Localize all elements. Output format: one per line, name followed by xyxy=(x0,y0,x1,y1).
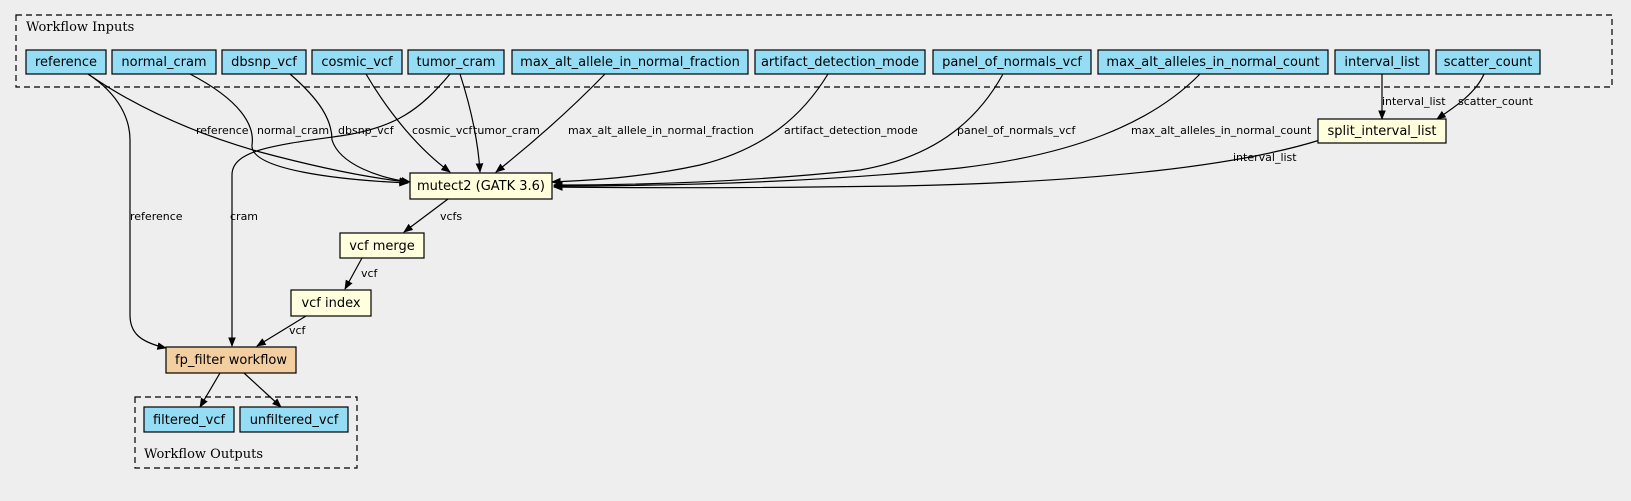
input-node-reference[interactable]: reference xyxy=(25,49,107,75)
input-node-label: artifact_detection_mode xyxy=(761,55,919,70)
input-node-label: max_alt_allele_in_normal_fraction xyxy=(520,55,740,70)
edge-label: vcf xyxy=(361,267,379,280)
edge-vcf_merge-vcf_index: vcf xyxy=(344,257,379,290)
step-node-split_interval_list[interactable]: split_interval_list xyxy=(1317,118,1447,144)
inputs-cluster-label: Workflow Inputs xyxy=(26,20,134,35)
edge-fp_filter-filtered_vcf xyxy=(199,372,221,408)
output-nodes: filtered_vcf unfiltered_vcf xyxy=(143,406,349,433)
edge-label: max_alt_alleles_in_normal_count xyxy=(1131,124,1312,137)
outputs-cluster-label: Workflow Outputs xyxy=(144,447,263,462)
input-node-label: reference xyxy=(35,55,97,70)
step-node-label: vcf merge xyxy=(349,239,415,254)
output-node-filtered_vcf[interactable]: filtered_vcf xyxy=(143,406,235,433)
input-node-label: interval_list xyxy=(1344,55,1419,70)
edge-max_alt_alleles_count-mutect2: max_alt_alleles_in_normal_count xyxy=(553,73,1312,190)
input-node-tumor_cram[interactable]: tumor_cram xyxy=(407,49,505,75)
input-nodes: reference normal_cram dbsnp_vcf cosmic_v… xyxy=(25,49,1541,75)
edge-mutect2-vcf_merge: vcfs xyxy=(403,198,462,233)
outputs-cluster: Workflow Outputs xyxy=(134,396,358,469)
edge-panel_of_normals-mutect2: panel_of_normals_vcf xyxy=(553,73,1076,189)
edge-max_alt_allele_fraction-mutect2: max_alt_allele_in_normal_fraction xyxy=(495,73,754,173)
input-node-max_alt_allele_in_normal_fraction[interactable]: max_alt_allele_in_normal_fraction xyxy=(511,49,749,75)
edge-label: scatter_count xyxy=(1458,95,1534,108)
edge-label: panel_of_normals_vcf xyxy=(957,124,1076,137)
edge-reference-fp_filter: reference xyxy=(87,73,183,350)
output-node-label: unfiltered_vcf xyxy=(250,413,339,428)
step-node-vcf_index[interactable]: vcf index xyxy=(290,289,372,317)
edge-artifact_detection-mutect2: artifact_detection_mode xyxy=(551,73,918,186)
edge-label: cosmic_vcf xyxy=(412,124,473,137)
input-node-normal_cram[interactable]: normal_cram xyxy=(111,49,217,75)
input-node-label: normal_cram xyxy=(121,55,206,70)
edge-label: cram xyxy=(230,210,258,223)
edge-label: interval_list xyxy=(1233,151,1297,164)
output-node-label: filtered_vcf xyxy=(153,413,226,428)
input-node-label: panel_of_normals_vcf xyxy=(942,55,1082,70)
input-node-panel_of_normals_vcf[interactable]: panel_of_normals_vcf xyxy=(932,49,1092,75)
edge-label: vcf xyxy=(289,324,307,337)
input-node-label: cosmic_vcf xyxy=(321,55,393,70)
edge-label: artifact_detection_mode xyxy=(784,124,918,137)
edge-tumor_cram-mutect2: tumor_cram xyxy=(459,73,540,173)
input-node-scatter_count[interactable]: scatter_count xyxy=(1435,49,1541,75)
step-node-label: fp_filter workflow xyxy=(175,353,287,368)
edge-interval_list-split: interval_list xyxy=(1378,74,1446,120)
edge-label: reference xyxy=(196,124,249,137)
edge-vcf_index-fp_filter: vcf xyxy=(256,315,307,347)
input-node-artifact_detection_mode[interactable]: artifact_detection_mode xyxy=(754,49,926,75)
edge-scatter_count-split: scatter_count xyxy=(1436,73,1534,120)
step-node-label: vcf index xyxy=(301,296,360,311)
step-node-mutect2[interactable]: mutect2 (GATK 3.6) xyxy=(409,172,553,200)
input-node-interval_list[interactable]: interval_list xyxy=(1334,49,1430,75)
output-node-unfiltered_vcf[interactable]: unfiltered_vcf xyxy=(239,406,349,433)
step-node-vcf_merge[interactable]: vcf merge xyxy=(339,232,425,259)
input-node-dbsnp_vcf[interactable]: dbsnp_vcf xyxy=(221,49,307,75)
edge-split-mutect2: interval_list xyxy=(553,139,1321,191)
step-nodes: split_interval_list mutect2 (GATK 3.6) v… xyxy=(165,118,1447,374)
inputs-cluster: Workflow Inputs xyxy=(15,14,1613,88)
step-node-fp_filter[interactable]: fp_filter workflow xyxy=(165,346,297,374)
edge-label: vcfs xyxy=(440,210,462,223)
edge-label: normal_cram xyxy=(257,124,329,137)
step-node-label: mutect2 (GATK 3.6) xyxy=(417,179,545,194)
input-node-label: max_alt_alleles_in_normal_count xyxy=(1106,55,1319,70)
input-node-label: scatter_count xyxy=(1444,55,1533,70)
edge-reference-mutect2: reference xyxy=(87,73,409,185)
edge-normal_cram-mutect2: normal_cram xyxy=(189,73,409,187)
edge-label: max_alt_allele_in_normal_fraction xyxy=(568,124,754,137)
edge-fp_filter-unfiltered_vcf xyxy=(243,372,282,408)
edge-label: reference xyxy=(130,210,183,223)
edge-tumor_cram-fp_filter: cram xyxy=(228,73,451,347)
edge-label: tumor_cram xyxy=(473,124,540,137)
input-node-max_alt_alleles_in_normal_count[interactable]: max_alt_alleles_in_normal_count xyxy=(1097,49,1329,75)
edge-label: interval_list xyxy=(1382,95,1446,108)
input-node-label: dbsnp_vcf xyxy=(231,55,297,70)
input-node-cosmic_vcf[interactable]: cosmic_vcf xyxy=(311,49,403,75)
input-node-label: tumor_cram xyxy=(417,55,496,70)
edges: interval_list scatter_count reference no… xyxy=(87,73,1534,408)
step-node-label: split_interval_list xyxy=(1327,124,1436,139)
edge-cosmic_vcf-mutect2: cosmic_vcf xyxy=(365,73,473,173)
